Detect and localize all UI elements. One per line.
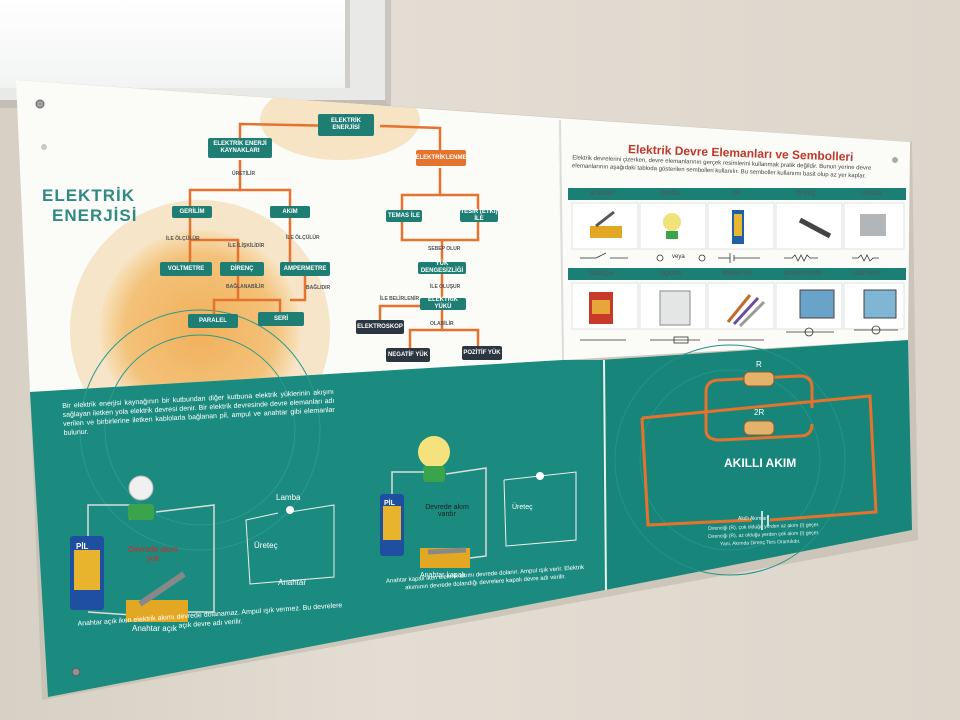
node-gerilim: GERİLİM bbox=[172, 206, 212, 218]
node-seri: SERİ bbox=[258, 312, 304, 326]
label-baglidir: BAĞLIDIR bbox=[306, 285, 331, 291]
smart-current-title: AKILLI AKIM bbox=[724, 456, 797, 470]
symbol-label-pil: pil bbox=[733, 190, 741, 197]
symbol-label-voltmetre: voltmetre bbox=[852, 270, 881, 277]
label-baglanabilir: BAĞLANABİLİR bbox=[226, 284, 265, 290]
open-battery-brand: PİL bbox=[76, 542, 89, 551]
closed-battery-brand: PİL bbox=[384, 500, 395, 507]
label-uretilir: ÜRETİLİR bbox=[232, 171, 256, 177]
open-source-label: Üreteç bbox=[254, 541, 278, 550]
label-ile-olusur: İLE OLUŞUR bbox=[430, 284, 461, 290]
closed-switch-label: Anahtar kapalı bbox=[420, 572, 466, 579]
node-direnc: DİRENÇ bbox=[220, 262, 264, 276]
smart-current-panel bbox=[600, 340, 912, 590]
window-glass bbox=[0, 0, 350, 88]
symbol-label-anahtar: anahtar bbox=[590, 190, 614, 197]
label-sebep-olur: SEBEP OLUR bbox=[428, 246, 461, 252]
symbol-label-iletken-tel: iletken tel bbox=[722, 270, 752, 277]
poster-title-line1: ELEKTRİK bbox=[42, 186, 135, 205]
node-ampermetre: AMPERMETRE bbox=[280, 262, 330, 276]
lamp-symbol-or: veya bbox=[672, 254, 685, 260]
node-yuk-dengesizligi: YÜK DENGESİZLİĞİ bbox=[418, 261, 466, 274]
node-elektrik-yuku: ELEKTRİK YÜKÜ bbox=[420, 297, 466, 310]
resistor-r-label: R bbox=[756, 360, 762, 369]
closed-source-label: Üreteç bbox=[512, 504, 533, 511]
node-elektroskop: ELEKTROSKOP bbox=[356, 320, 404, 334]
symbol-label-lamba: lamba bbox=[660, 190, 680, 197]
label-ile-belirlenir: İLE BELİRLENİR bbox=[380, 296, 420, 302]
node-tesir-ile: TESİR (ETKİ) İLE bbox=[460, 209, 498, 222]
node-voltmetre: VOLTMETRE bbox=[160, 262, 212, 276]
node-pozitif-yuk: POZİTİF YÜK bbox=[462, 346, 502, 360]
label-olabilir: OLABİLİR bbox=[430, 321, 454, 327]
label-ile-olculur-1: İLE ÖLÇÜLÜR bbox=[166, 236, 200, 242]
symbol-label-batarya: batarya bbox=[590, 270, 614, 277]
node-paralel: PARALEL bbox=[188, 314, 238, 328]
label-ile-iliskilidir: İLE İLİŞKİLİDİR bbox=[228, 243, 265, 249]
node-root: ELEKTRİK ENERJİSİ bbox=[318, 114, 374, 136]
symbol-label-ampermetre: ampermetre bbox=[784, 270, 822, 277]
open-switch-label: Anahtar açık bbox=[132, 624, 177, 633]
open-lamp-label: Lamba bbox=[276, 493, 301, 502]
node-temas-ile: TEMAS İLE bbox=[386, 210, 422, 222]
symbol-label-reosta: reosta bbox=[862, 190, 882, 197]
node-energy-sources: ELEKTRİK ENERJİ KAYNAKLARI bbox=[208, 138, 272, 158]
node-akim: AKIM bbox=[270, 206, 310, 218]
symbol-label-direnc: direnç bbox=[796, 190, 816, 197]
resistor-2r-label: 2R bbox=[754, 408, 765, 417]
open-switch-symbol-label: Anahtar bbox=[278, 578, 307, 587]
smart-caption-title: Akıllı Akımlar bbox=[738, 516, 767, 522]
label-ile-olculur-2: İLE ÖLÇÜLÜR bbox=[286, 235, 320, 241]
poster-title-line2: ENERJİSİ bbox=[52, 206, 138, 225]
closed-circuit-text: Devrede akım vardır bbox=[425, 504, 469, 518]
node-electrification: ELEKTRİKLENME bbox=[416, 150, 467, 166]
node-negatif-yuk: NEGATİF YÜK bbox=[386, 348, 430, 362]
symbol-label-sigorta: sigorta bbox=[660, 270, 682, 277]
open-circuit-text: Devrede akım yok bbox=[128, 545, 178, 563]
